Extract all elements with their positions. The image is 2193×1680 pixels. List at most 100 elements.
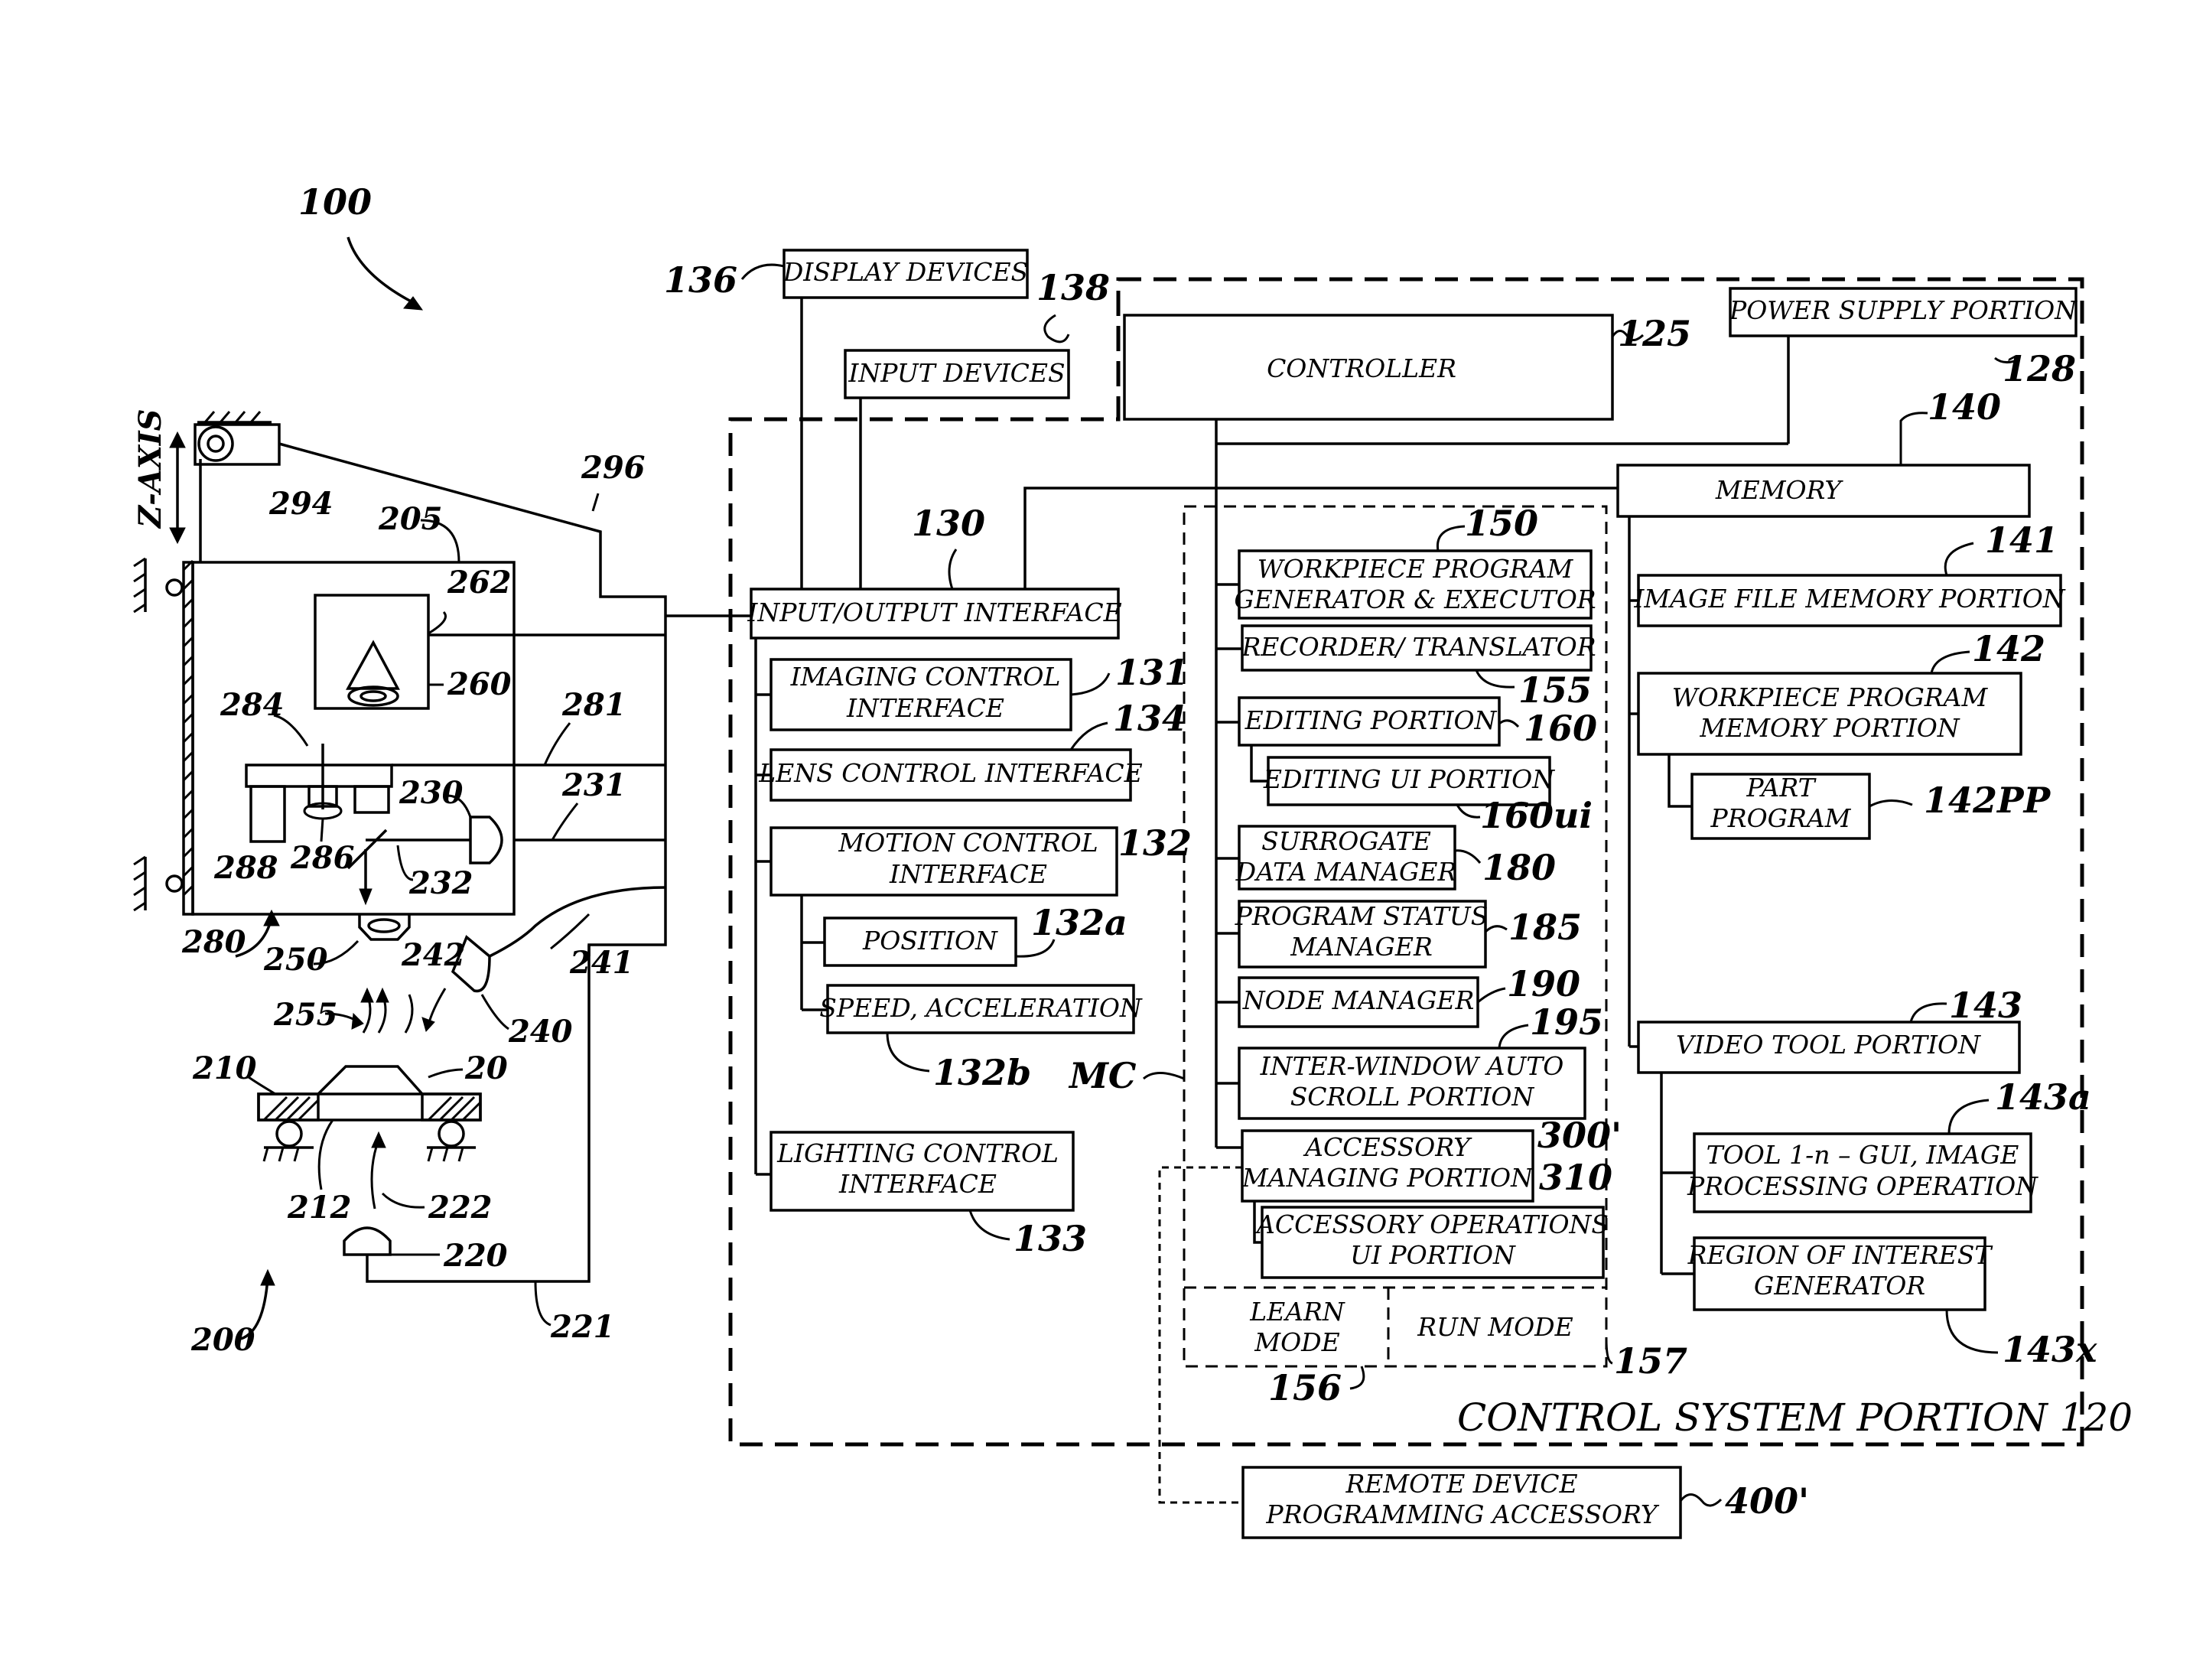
svg-text:180: 180	[1482, 847, 1556, 888]
svg-text:160: 160	[1524, 708, 1597, 749]
surrogate-data-manager-box: SURROGATE DATA MANAGER	[1235, 826, 1457, 889]
display-devices-box: DISPLAY DEVICES	[783, 250, 1028, 298]
svg-text:LIGHTING CONTROL: LIGHTING CONTROL	[776, 1138, 1059, 1168]
svg-text:310: 310	[1539, 1157, 1612, 1198]
svg-text:296: 296	[581, 450, 646, 486]
svg-text:130: 130	[912, 503, 985, 544]
svg-text:INPUT DEVICES: INPUT DEVICES	[848, 358, 1065, 388]
image-file-memory-box: IMAGE FILE MEMORY PORTION	[1633, 575, 2065, 626]
svg-text:EDITING UI PORTION: EDITING UI PORTION	[1263, 764, 1555, 794]
memory-box: MEMORY	[1618, 465, 2029, 516]
svg-text:138: 138	[1036, 267, 1110, 308]
svg-text:NODE MANAGER: NODE MANAGER	[1242, 985, 1475, 1015]
svg-text:133: 133	[1014, 1218, 1087, 1259]
svg-text:300': 300'	[1537, 1115, 1622, 1156]
tool-gui-box: TOOL 1-n – GUI, IMAGE PROCESSING OPERATI…	[1687, 1134, 2038, 1212]
svg-text:212: 212	[287, 1190, 352, 1226]
svg-text:134: 134	[1113, 698, 1186, 739]
svg-text:PROCESSING OPERATION: PROCESSING OPERATION	[1687, 1171, 2038, 1201]
imaging-control-box: IMAGING CONTROL INTERFACE	[771, 659, 1071, 730]
svg-text:MANAGING PORTION: MANAGING PORTION	[1241, 1163, 1534, 1193]
svg-text:GENERATOR & EXECUTOR: GENERATOR & EXECUTOR	[1234, 584, 1596, 614]
svg-text:RUN MODE: RUN MODE	[1417, 1312, 1573, 1342]
svg-text:INTERFACE: INTERFACE	[889, 859, 1047, 889]
z-axis-label: Z-AXIS	[132, 409, 168, 529]
recorder-translator-box: RECORDER/ TRANSLATOR	[1241, 626, 1596, 670]
svg-text:284: 284	[220, 687, 285, 723]
svg-text:MANAGER: MANAGER	[1290, 932, 1433, 962]
speed-acceleration-box: SPEED, ACCELERATION	[819, 985, 1143, 1033]
svg-text:SCROLL PORTION: SCROLL PORTION	[1290, 1082, 1535, 1112]
ref-100-leader	[348, 237, 417, 304]
workpiece-program-generator-box: WORKPIECE PROGRAM GENERATOR & EXECUTOR	[1234, 551, 1596, 618]
controller-box: CONTROLLER	[1124, 315, 1612, 419]
svg-text:142: 142	[1972, 628, 2045, 669]
svg-text:IMAGING CONTROL: IMAGING CONTROL	[790, 662, 1061, 692]
svg-text:141: 141	[1985, 519, 2058, 561]
svg-text:LEARN: LEARN	[1249, 1297, 1345, 1327]
svg-text:157: 157	[1614, 1340, 1687, 1382]
svg-text:200: 200	[190, 1322, 255, 1358]
svg-text:MEMORY: MEMORY	[1715, 475, 1844, 505]
svg-text:REMOTE DEVICE: REMOTE DEVICE	[1345, 1469, 1577, 1499]
editing-portion-box: EDITING PORTION	[1239, 698, 1499, 745]
io-interface-box: INPUT/OUTPUT INTERFACE	[747, 589, 1121, 638]
svg-text:POWER SUPPLY PORTION: POWER SUPPLY PORTION	[1729, 295, 2077, 325]
svg-text:WORKPIECE PROGRAM: WORKPIECE PROGRAM	[1258, 554, 1574, 584]
svg-text:INTER-WINDOW AUTO: INTER-WINDOW AUTO	[1260, 1051, 1564, 1081]
accessory-dotted-link	[1160, 1167, 1243, 1503]
svg-text:EDITING PORTION: EDITING PORTION	[1245, 705, 1498, 735]
svg-text:PROGRAM STATUS: PROGRAM STATUS	[1235, 901, 1489, 931]
svg-text:205: 205	[378, 501, 443, 537]
svg-text:PROGRAM: PROGRAM	[1710, 803, 1852, 833]
svg-text:260: 260	[447, 666, 512, 702]
svg-text:WORKPIECE PROGRAM: WORKPIECE PROGRAM	[1672, 682, 1989, 712]
svg-text:160ui: 160ui	[1480, 795, 1593, 836]
svg-text:INTERFACE: INTERFACE	[838, 1169, 997, 1199]
svg-text:190: 190	[1507, 963, 1580, 1004]
svg-text:128: 128	[2003, 348, 2076, 389]
svg-text:125: 125	[1618, 313, 1691, 354]
svg-text:250: 250	[263, 942, 328, 978]
svg-text:INTERFACE: INTERFACE	[846, 693, 1004, 723]
svg-text:TOOL 1-n – GUI, IMAGE: TOOL 1-n – GUI, IMAGE	[1707, 1140, 2019, 1170]
svg-text:PART: PART	[1746, 773, 1817, 803]
svg-text:143x: 143x	[2003, 1329, 2097, 1370]
svg-text:SURROGATE: SURROGATE	[1261, 826, 1431, 856]
svg-text:MODE: MODE	[1254, 1327, 1339, 1357]
lens-control-box: LENS CONTROL INTERFACE	[758, 750, 1143, 800]
video-tool-portion-box: VIDEO TOOL PORTION	[1638, 1022, 2019, 1073]
svg-text:288: 288	[213, 850, 278, 886]
svg-text:294: 294	[268, 486, 334, 522]
svg-text:185: 185	[1508, 907, 1582, 948]
svg-text:POSITION: POSITION	[862, 926, 998, 956]
svg-text:156: 156	[1268, 1367, 1342, 1408]
ref-100: 100	[298, 181, 372, 223]
svg-text:IMAGE FILE MEMORY PORTION: IMAGE FILE MEMORY PORTION	[1633, 584, 2065, 614]
svg-text:ACCESSORY: ACCESSORY	[1303, 1132, 1472, 1162]
svg-text:262: 262	[447, 565, 512, 601]
svg-text:281: 281	[561, 687, 626, 723]
inter-window-auto-scroll-box: INTER-WINDOW AUTO SCROLL PORTION	[1239, 1048, 1585, 1118]
svg-text:LENS CONTROL INTERFACE: LENS CONTROL INTERFACE	[758, 758, 1143, 788]
svg-text:VIDEO TOOL PORTION: VIDEO TOOL PORTION	[1676, 1030, 1981, 1060]
svg-text:400': 400'	[1725, 1480, 1809, 1522]
svg-text:220: 220	[443, 1238, 508, 1274]
control-system-portion-label: CONTROL SYSTEM PORTION 120	[1457, 1395, 2133, 1440]
svg-text:132a: 132a	[1031, 902, 1127, 943]
svg-text:143a: 143a	[1995, 1076, 2091, 1118]
input-devices-box: INPUT DEVICES	[845, 350, 1069, 398]
svg-text:241: 241	[569, 945, 634, 981]
svg-text:MC: MC	[1068, 1055, 1137, 1096]
accessory-operations-ui-box: ACCESSORY OPERATIONS UI PORTION	[1254, 1207, 1609, 1278]
program-status-manager-box: PROGRAM STATUS MANAGER	[1235, 901, 1489, 967]
node-manager-box: NODE MANAGER	[1239, 978, 1478, 1027]
svg-text:230: 230	[399, 775, 464, 811]
svg-text:155: 155	[1518, 669, 1592, 711]
svg-text:242: 242	[401, 937, 466, 973]
svg-text:240: 240	[508, 1014, 573, 1050]
svg-text:131: 131	[1115, 652, 1189, 693]
svg-text:222: 222	[428, 1190, 493, 1226]
svg-text:RECORDER/ TRANSLATOR: RECORDER/ TRANSLATOR	[1241, 632, 1596, 662]
